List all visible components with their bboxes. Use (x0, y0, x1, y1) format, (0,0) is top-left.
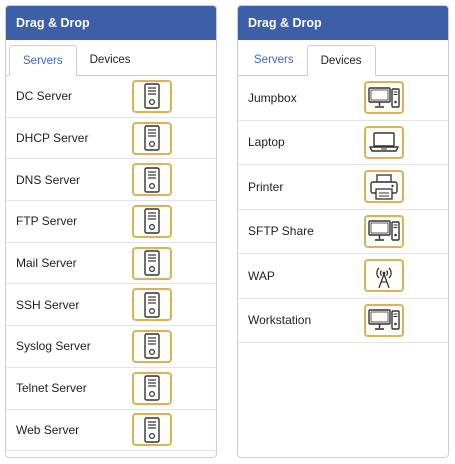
item-label: SSH Server (16, 297, 80, 312)
list-item-dc-server[interactable]: DC Server (6, 76, 216, 118)
list-item-wap[interactable]: WAP (238, 254, 448, 299)
server-list: DC Server DHCP Server DNS Server FTP Ser… (6, 76, 216, 452)
item-label: Laptop (248, 135, 285, 150)
item-label: DC Server (16, 89, 73, 104)
server-icon[interactable] (132, 79, 172, 113)
item-label: Web Server (16, 422, 80, 437)
server-icon[interactable] (132, 121, 172, 155)
drag-drop-panel-left: Drag & Drop Servers Devices DC Server DH… (5, 5, 217, 458)
list-item-workstation[interactable]: Workstation (238, 299, 448, 343)
item-label: FTP Server (16, 214, 78, 229)
list-item-sftp-share[interactable]: SFTP Share (238, 210, 448, 254)
device-list: Jumpbox Laptop Printer SFTP Share WAP (238, 76, 448, 343)
item-label: Telnet Server (16, 381, 87, 396)
list-item-jumpbox[interactable]: Jumpbox (238, 76, 448, 121)
printer-icon[interactable] (364, 170, 404, 204)
server-icon[interactable] (132, 163, 172, 197)
list-item-syslog-server[interactable]: Syslog Server (6, 326, 216, 368)
tab-devices[interactable]: Devices (89, 54, 131, 66)
server-icon[interactable] (132, 371, 172, 405)
tab-bar: Servers Devices (238, 45, 448, 76)
tab-servers[interactable]: Servers (254, 54, 294, 66)
item-label: Printer (248, 179, 284, 194)
list-item-web-server[interactable]: Web Server (6, 410, 216, 452)
server-icon[interactable] (132, 413, 172, 447)
item-label: DNS Server (16, 172, 81, 187)
server-icon[interactable] (132, 204, 172, 238)
list-item-dns-server[interactable]: DNS Server (6, 159, 216, 202)
wireless-ap-icon[interactable] (364, 259, 404, 293)
list-item-ssh-server[interactable]: SSH Server (6, 284, 216, 327)
panel-title: Drag & Drop (6, 6, 216, 40)
list-item-dhcp-server[interactable]: DHCP Server (6, 118, 216, 160)
drag-drop-panel-right: Drag & Drop Servers Devices Jumpbox Lapt… (237, 5, 449, 458)
tab-servers[interactable]: Servers (9, 45, 77, 76)
list-item-printer[interactable]: Printer (238, 165, 448, 210)
list-item-mail-server[interactable]: Mail Server (6, 243, 216, 285)
item-label: Mail Server (16, 256, 77, 271)
list-item-ftp-server[interactable]: FTP Server (6, 201, 216, 243)
tab-devices[interactable]: Devices (306, 45, 376, 76)
tab-bar: Servers Devices (6, 45, 216, 76)
item-label: DHCP Server (16, 131, 89, 146)
desktop-icon[interactable] (364, 81, 404, 115)
desktop-icon[interactable] (364, 214, 404, 248)
item-label: WAP (248, 268, 275, 283)
laptop-icon[interactable] (364, 125, 404, 159)
list-item-telnet-server[interactable]: Telnet Server (6, 368, 216, 410)
panel-title: Drag & Drop (238, 6, 448, 40)
item-label: Jumpbox (248, 90, 297, 105)
item-label: Workstation (248, 313, 312, 328)
item-label: Syslog Server (16, 339, 91, 354)
desktop-icon[interactable] (364, 303, 404, 337)
list-item-laptop[interactable]: Laptop (238, 121, 448, 165)
server-icon[interactable] (132, 246, 172, 280)
server-icon[interactable] (132, 288, 172, 322)
server-icon[interactable] (132, 329, 172, 363)
item-label: SFTP Share (248, 224, 314, 239)
